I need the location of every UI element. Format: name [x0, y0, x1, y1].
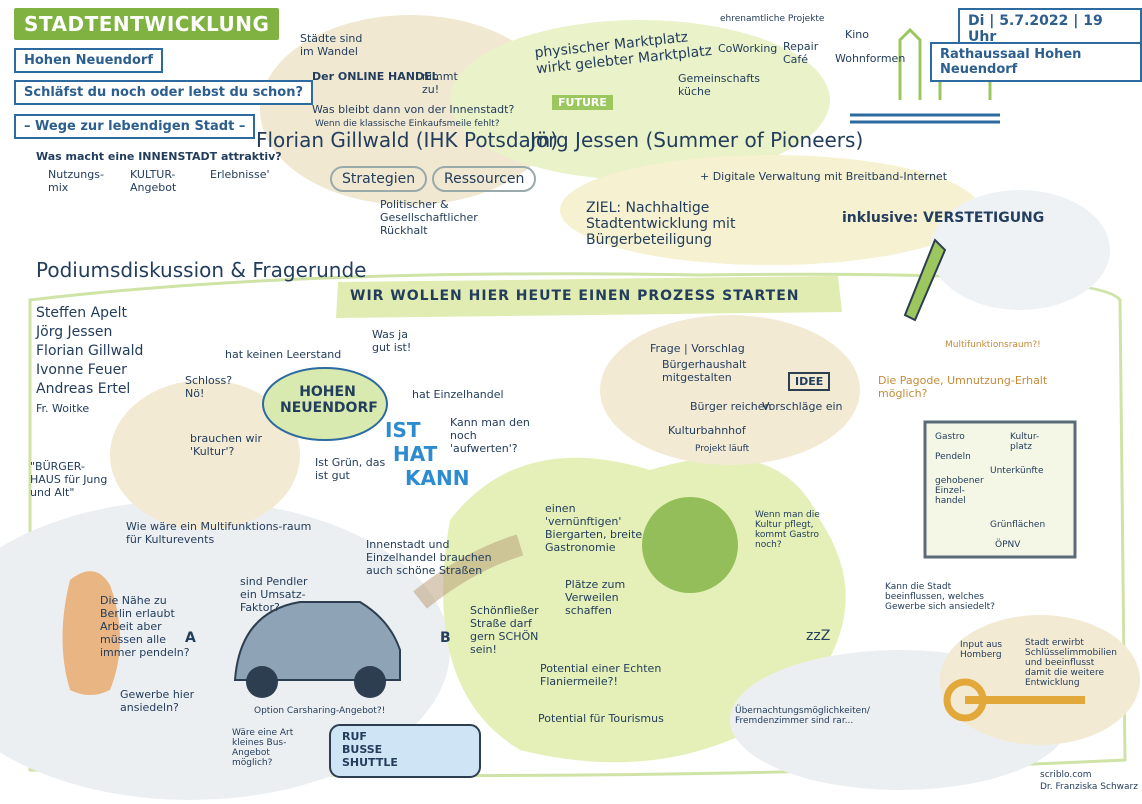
subtitle-tag: – Wege zur lebendigen Stadt –	[14, 114, 256, 139]
future-tag: FUTURE	[552, 95, 613, 110]
ist-label: IST	[385, 418, 421, 442]
revalue-note: Kann man den noch 'aufwerten'?	[450, 416, 530, 455]
inclusive-note: inklusive: VERSTETIGUNG	[842, 210, 1045, 226]
step-citizens: Bürger reichen	[690, 400, 772, 413]
inner-city-sub: Wenn die klassische Einkaufsmeile fehlt?	[315, 119, 500, 129]
board-transit: ÖPNV	[995, 540, 1021, 550]
shuttle-label: RUF BUSSE SHUTTLE	[342, 730, 398, 769]
business-note: Gewerbe hier ansiedeln?	[120, 688, 195, 714]
tourism-note: Potential für Tourismus	[538, 712, 664, 725]
step-project: Projekt läuft	[695, 444, 750, 454]
castle-note: Schloss? Nö!	[185, 374, 233, 400]
board-retail: gehobener Einzel-handel	[935, 476, 984, 506]
point-b: B	[440, 630, 451, 646]
question-tag: Schläfst du noch oder lebst du schon?	[14, 80, 314, 105]
panelist-1: Steffen Apelt	[36, 305, 128, 321]
question-proposal-label: Frage | Vorschlag	[650, 342, 745, 355]
green-note: Ist Grün, das ist gut	[315, 456, 386, 482]
bullet-mix: Nutzungs-mix	[48, 168, 104, 194]
online-shop-note: nimmt zu!	[422, 70, 458, 96]
online-shop-label: Der ONLINE HANDEL	[312, 70, 439, 83]
project-housing: Wohnformen	[835, 52, 906, 65]
board-green: Grünflächen	[990, 520, 1046, 530]
cities-note: Städte sind im Wandel	[300, 32, 363, 58]
step-budget: Bürgerhaushalt mitgestalten	[662, 358, 747, 384]
no-vacancy-note: hat keinen Leerstand	[225, 348, 342, 361]
beer-garden-note: einen 'vernünftigen' Biergarten, breite …	[545, 502, 643, 554]
multi-room-note: Wie wäre ein Multifunktions-raum für Kul…	[126, 520, 312, 546]
bullet-experience: Erlebnisse'	[210, 168, 270, 181]
idea-sign: IDEE	[788, 372, 831, 391]
project-coworking: CoWorking	[718, 42, 778, 55]
bullet-culture: KULTUR-Angebot	[130, 168, 177, 194]
multiroom-note: Multifunktionsraum?!	[945, 340, 1041, 350]
panelist-2: Jörg Jessen	[36, 324, 113, 340]
sleep-note: zzZ	[806, 628, 831, 644]
panel-title: Podiumsdiskussion & Fragerunde	[36, 258, 367, 282]
linger-note: Plätze zum Verweilen schaffen	[565, 578, 626, 617]
step-station: Kulturbahnhof	[668, 424, 746, 437]
panelist-4: Ivonne Feuer	[36, 362, 127, 378]
proposals-note: Vorschläge ein	[762, 400, 843, 413]
venue-tag: Rathaussaal Hohen Neuendorf	[930, 42, 1142, 82]
pagoda-note: Die Pagode, Umnutzung-Erhalt möglich?	[878, 374, 1048, 400]
goal-note: ZIEL: Nachhaltige Stadtentwicklung mit B…	[586, 200, 736, 248]
kann-label: KANN	[405, 466, 470, 490]
location-tag: Hohen Neuendorf	[14, 48, 163, 73]
speaker1-name: Florian Gillwald (IHK Potsdam)	[256, 128, 559, 152]
hub-label: HOHEN NEUENDORF	[280, 384, 378, 416]
board-culture: Kultur-platz	[1010, 432, 1040, 452]
key-note: Stadt erwirbt Schlüsselimmobilien und be…	[1025, 638, 1117, 688]
credit-site: scriblo.com	[1040, 770, 1092, 780]
carsharing-note: Option Carsharing-Angebot?!	[254, 706, 386, 716]
bus-question: Wäre eine Art kleines Bus-Angebot möglic…	[232, 728, 294, 768]
streets-note: Innenstadt und Einzelhandel brauchen auc…	[366, 538, 492, 577]
promenade-note: Potential einer Echten Flaniermeile?!	[540, 662, 662, 688]
point-a: A	[185, 630, 196, 646]
speaker2-name: Jörg Jessen (Summer of Pioneers)	[530, 128, 864, 152]
retail-note: hat Einzelhandel	[412, 388, 504, 401]
digital-note: + Digitale Verwaltung mit Breitband-Inte…	[700, 170, 948, 183]
board-lodging: Unterkünfte	[990, 466, 1044, 476]
commuter-note: sind Pendler ein Umsatz-Faktor?	[240, 575, 308, 614]
attractive-question: Was macht eine INNENSTADT attraktiv?	[36, 150, 282, 163]
culture-note: brauchen wir 'Kultur'?	[190, 432, 263, 458]
board-gastro: Gastro	[935, 432, 965, 442]
backing-label: Politischer & Gesellschaftlicher Rückhal…	[380, 198, 478, 237]
hat-label: HAT	[393, 442, 438, 466]
project-cinema: Kino	[845, 28, 869, 41]
strategies-label: Strategien	[330, 166, 428, 192]
credit-author: Dr. Franziska Schwarz	[1040, 782, 1138, 792]
street-note: Schönfließer Straße darf gern SCHÖN sein…	[470, 604, 539, 656]
page-title: STADTENTWICKLUNG	[14, 8, 280, 40]
inner-city-question: Was bleibt dann von der Innenstadt?	[312, 103, 515, 116]
overnight-note: Übernachtungsmöglichkeiten/ Fremdenzimme…	[735, 706, 870, 726]
project-kitchen: Gemeinschafts küche	[678, 72, 761, 98]
process-banner: WIR WOLLEN HIER HEUTE EINEN PROZESS STAR…	[350, 288, 800, 304]
board-commute: Pendeln	[935, 452, 971, 462]
homberg-note: Input aus Homberg	[960, 640, 1003, 660]
projects-title: ehrenamtliche Projekte	[720, 14, 825, 24]
resources-label: Ressourcen	[432, 166, 537, 192]
citizen-house-note: "BÜRGER-HAUS für Jung und Alt"	[30, 460, 108, 499]
panelist-3: Florian Gillwald	[36, 343, 144, 359]
panelist-5: Andreas Ertel	[36, 381, 131, 397]
panelist-6: Fr. Woitke	[36, 402, 90, 415]
project-repair: Repair Café	[783, 40, 819, 66]
what-good-note: Was ja gut ist!	[372, 328, 412, 354]
berlin-note: Die Nähe zu Berlin erlaubt Arbeit aber m…	[100, 594, 190, 659]
culture-care-note: Wenn man die Kultur pflegt, kommt Gastro…	[755, 510, 820, 550]
city-influence-note: Kann die Stadt beeinflussen, welches Gew…	[885, 582, 995, 612]
